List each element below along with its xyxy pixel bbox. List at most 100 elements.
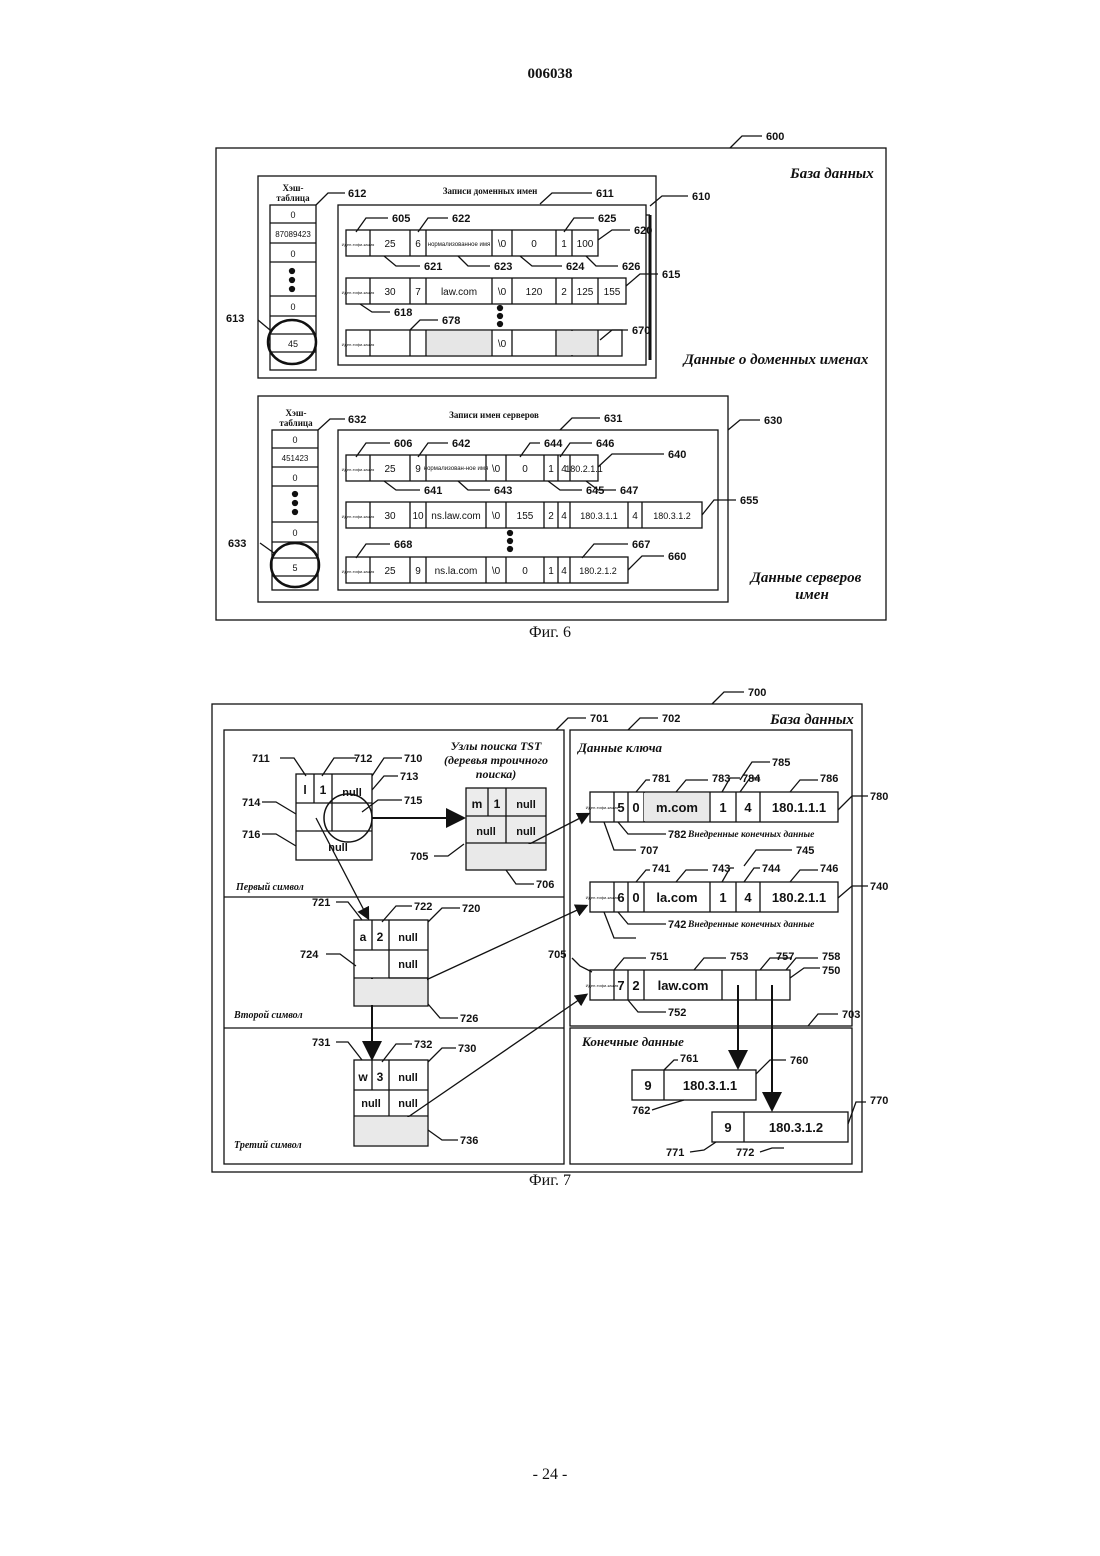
ref-label: 615	[662, 269, 680, 281]
cell: 1	[320, 783, 327, 797]
cell: 4	[561, 511, 567, 522]
ref-label: 668	[394, 539, 412, 551]
ref-label: 622	[452, 213, 470, 225]
cell: 180.1.1.1	[772, 800, 826, 815]
second-symbol-label: Второй символ	[233, 1010, 303, 1021]
ref-label: 707	[640, 845, 658, 857]
hash2-cell: 451423	[282, 454, 309, 463]
cell: 1	[548, 566, 554, 577]
cell: нормализованное имя	[428, 242, 490, 248]
ref-label: 742	[668, 919, 686, 931]
id-label: Иден-тифи-кация	[586, 983, 619, 988]
fig7-db-title: База данных	[769, 712, 854, 728]
cell: 180.3.1.1	[683, 1078, 737, 1093]
figure-6	[216, 136, 886, 620]
ref-label: 610	[692, 191, 710, 203]
ref-label: 730	[458, 1043, 476, 1055]
cell: w	[357, 1070, 368, 1084]
cell: law.com	[441, 287, 477, 298]
tst-title-3: поиска)	[476, 767, 516, 781]
fig6-server-title-1: Данные серверов	[749, 570, 862, 586]
hash1-cell: 0	[290, 249, 295, 259]
cell: 25	[384, 566, 396, 577]
ref-label: 710	[404, 753, 422, 765]
id-label: Иден-тифи-кация	[342, 467, 375, 472]
ref-label: 632	[348, 414, 366, 426]
cell: 125	[577, 287, 594, 298]
cell: 180.2.1.1	[565, 464, 603, 474]
cell: ns.law.com	[431, 511, 480, 522]
ref-label: 715	[404, 795, 422, 807]
key-data-panel	[570, 730, 852, 1026]
ref-label: 642	[452, 438, 470, 450]
fig6-domain-title: Данные о доменных именах	[682, 352, 869, 368]
cell: 30	[384, 287, 396, 298]
ref-label: 751	[650, 951, 668, 963]
ref-label: 746	[820, 863, 838, 875]
cell: 7	[415, 287, 421, 298]
hash2-cell: 0	[292, 435, 297, 445]
ref-label: 786	[820, 773, 838, 785]
key-data-title: Данные ключа	[577, 740, 663, 755]
ref-label: 721	[312, 897, 330, 909]
cell: 4	[744, 890, 752, 905]
cell: 9	[415, 566, 421, 577]
cell: 2	[377, 930, 384, 944]
hash-title-2a: Хэш-	[286, 408, 307, 418]
ref-label: 605	[392, 213, 410, 225]
domain-records-title: Записи доменных имен	[443, 186, 538, 196]
cell: 2	[632, 978, 639, 993]
cell: \0	[492, 511, 501, 522]
cell: null	[398, 1072, 418, 1084]
cell: 180.2.1.2	[579, 566, 617, 576]
cell: 100	[577, 239, 594, 250]
cell: la.com	[656, 890, 697, 905]
ref-label: 620	[634, 225, 652, 237]
id-label: Иден-тифи-кация	[342, 290, 375, 295]
page-footer: - 24 -	[0, 1466, 1100, 1484]
end-data-title: Конечные данные	[581, 1034, 684, 1049]
cell: 30	[384, 511, 396, 522]
hash1-cell: 0	[290, 302, 295, 312]
cell: law.com	[658, 978, 709, 993]
cell: 1	[561, 239, 567, 250]
cell: m	[472, 797, 483, 811]
ref-label: 784	[742, 773, 761, 785]
cell: 25	[384, 464, 396, 475]
cell: ns.la.com	[435, 566, 478, 577]
ref-label: 714	[242, 797, 261, 809]
ref-label: 753	[730, 951, 748, 963]
ref-label: 761	[680, 1053, 698, 1065]
cell: null	[398, 959, 418, 971]
cell: 2	[561, 287, 567, 298]
embedded-label-1: Внедренные конечных данные	[687, 829, 815, 840]
ref-label: 722	[414, 901, 432, 913]
cell: null	[398, 1098, 418, 1110]
ref-label: 745	[796, 845, 814, 857]
first-symbol-label: Первый символ	[235, 882, 304, 893]
ref-label: 720	[462, 903, 480, 915]
ref-label: 785	[772, 757, 790, 769]
ref-label: 732	[414, 1039, 432, 1051]
ref-label: 758	[822, 951, 840, 963]
cell: 6	[617, 890, 624, 905]
ref-label: 640	[668, 449, 686, 461]
ref-label: 626	[622, 261, 640, 273]
ref-label: 783	[712, 773, 730, 785]
ref-label: 782	[668, 829, 686, 841]
ref-label: 670	[632, 325, 650, 337]
hash1-cell: 87089423	[275, 230, 311, 239]
ref-label: 667	[632, 539, 650, 551]
ref-label: 736	[460, 1135, 478, 1147]
cell: 180.2.1.1	[772, 890, 826, 905]
cell: null	[342, 787, 362, 799]
id-label: Иден-тифи-кация	[342, 242, 375, 247]
cell: 120	[526, 287, 543, 298]
ref-label: 750	[822, 965, 840, 977]
cell: 7	[617, 978, 624, 993]
cell: null	[361, 1098, 381, 1110]
cell: null	[398, 932, 418, 944]
cell: 0	[522, 566, 528, 577]
ref-label: 726	[460, 1013, 478, 1025]
ref-label: 713	[400, 771, 418, 783]
